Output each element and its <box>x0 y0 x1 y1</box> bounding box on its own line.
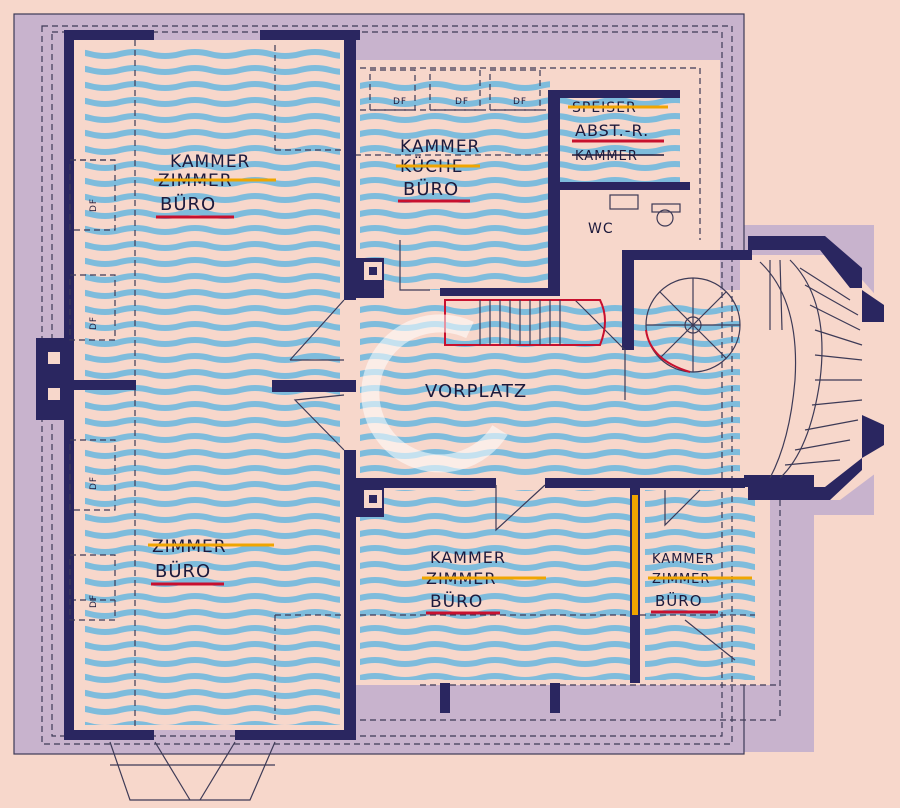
old-label: KAMMER <box>652 552 715 567</box>
window-label: DF <box>89 476 99 490</box>
curved-stair <box>759 259 863 479</box>
new-label: BÜRO <box>155 560 211 582</box>
new-label: BÜRO <box>160 193 216 215</box>
chimney-icon <box>48 262 382 508</box>
new-label: BÜRO <box>430 590 483 612</box>
window-label: DF <box>89 198 99 212</box>
new-label: BÜRO <box>403 178 459 200</box>
circle-watermark-icon <box>361 314 508 473</box>
room-label-top-left: KAMMER ZIMMER BÜRO <box>154 152 276 219</box>
window-label: DF <box>89 316 99 330</box>
room-label-bottom-middle: KAMMER ZIMMER BÜRO <box>422 548 546 615</box>
window-label: DF <box>513 97 527 107</box>
window-label: DF <box>89 594 99 608</box>
old-label: KAMMER <box>430 548 506 567</box>
wc-fixtures <box>609 194 681 227</box>
old-label: KAMMER <box>170 152 250 172</box>
walls <box>36 30 884 740</box>
dormer-windows: DF DF DF DF DF DF DF <box>69 69 541 621</box>
room-label-bottom-right: KAMMER ZIMMER BÜRO <box>648 552 752 614</box>
door-swing-icon <box>289 240 736 661</box>
room-label-top-middle: KAMMER KÜCHE BÜRO <box>396 137 480 203</box>
hall-label: VORPLATZ <box>425 381 527 402</box>
new-label: ABST.-R. <box>575 121 649 140</box>
wc-label: WC <box>588 221 614 237</box>
window-label: DF <box>393 97 407 107</box>
old-label: KAMMER <box>575 149 638 164</box>
straight-stair <box>444 299 606 346</box>
bay-window <box>109 741 276 801</box>
window-label: DF <box>455 97 469 107</box>
room-label-bottom-left: ZIMMER BÜRO <box>148 537 274 586</box>
yellow-marker <box>632 495 638 615</box>
spiral-stair-icon <box>645 277 741 373</box>
old-label: KAMMER <box>400 137 480 157</box>
room-label-top-right: SPEISER ABST.-R. KAMMER <box>568 100 668 164</box>
new-label: BÜRO <box>655 591 703 610</box>
old-label: ZIMMER <box>152 537 227 557</box>
